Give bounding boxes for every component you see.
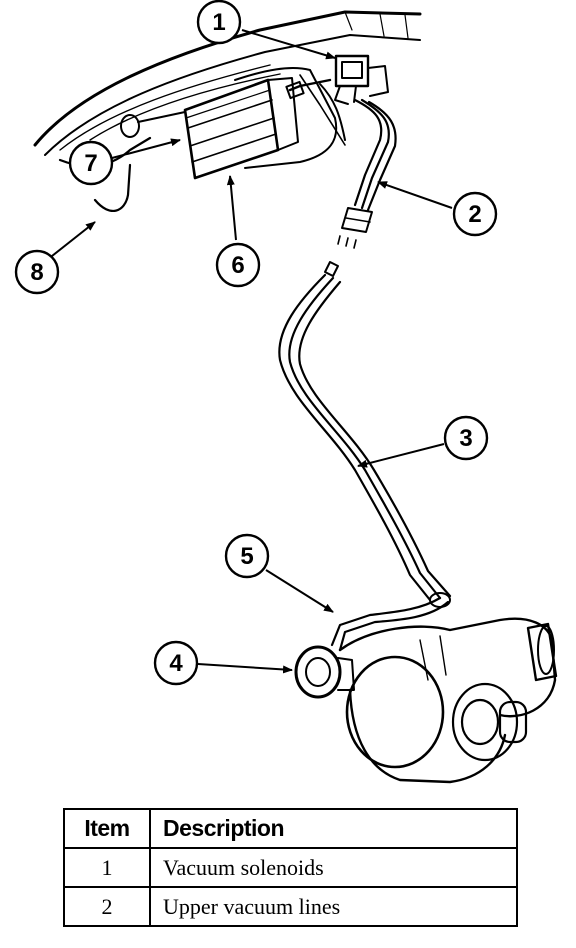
vacuum-harness: [330, 592, 451, 652]
callout-6: 6: [215, 242, 261, 288]
lower-vacuum-lines: [278, 261, 452, 602]
legend-row: 1 Vacuum solenoids: [63, 847, 518, 888]
callout-7: 7: [68, 140, 114, 186]
legend-table: Item Description 1 Vacuum solenoids 2 Up…: [63, 808, 518, 927]
callout-4: 4: [153, 640, 199, 686]
legend-header-row: Item Description: [63, 808, 518, 849]
callout-8: 8: [14, 249, 60, 295]
legend-header-description: Description: [149, 808, 518, 849]
upper-vacuum-lines: [337, 98, 397, 249]
legend-item-description: Upper vacuum lines: [149, 886, 518, 927]
callout-2: 2: [452, 191, 498, 237]
svg-text:7: 7: [84, 150, 97, 177]
legend-item-number: 1: [63, 847, 151, 888]
legend-header-item: Item: [63, 808, 151, 849]
svg-text:1: 1: [212, 9, 225, 36]
axle-hub-assembly: [294, 617, 558, 784]
callout-5: 5: [224, 533, 270, 579]
legend-item-description: Vacuum solenoids: [149, 847, 518, 888]
leader-4: [197, 663, 293, 674]
callout-3: 3: [443, 415, 489, 461]
legend-item-number: 2: [63, 886, 151, 927]
leader-3: [357, 443, 445, 468]
svg-text:8: 8: [30, 259, 43, 286]
control-module: [183, 77, 299, 180]
svg-text:5: 5: [240, 543, 253, 570]
leader-1: [241, 29, 336, 60]
leader-7: [111, 138, 181, 159]
callout-1: 1: [196, 0, 242, 45]
leader-2: [377, 181, 453, 209]
svg-text:4: 4: [169, 650, 183, 677]
leader-6: [226, 175, 237, 241]
vacuum-system-diagram: 1 2 3 4 5 6 7 8: [14, 0, 558, 784]
svg-text:3: 3: [459, 425, 472, 452]
leader-5: [265, 569, 334, 613]
leader-8: [51, 221, 96, 257]
legend-row: 2 Upper vacuum lines: [63, 886, 518, 927]
vacuum-solenoids: [285, 54, 389, 141]
svg-text:6: 6: [231, 252, 244, 279]
svg-text:2: 2: [468, 201, 481, 228]
